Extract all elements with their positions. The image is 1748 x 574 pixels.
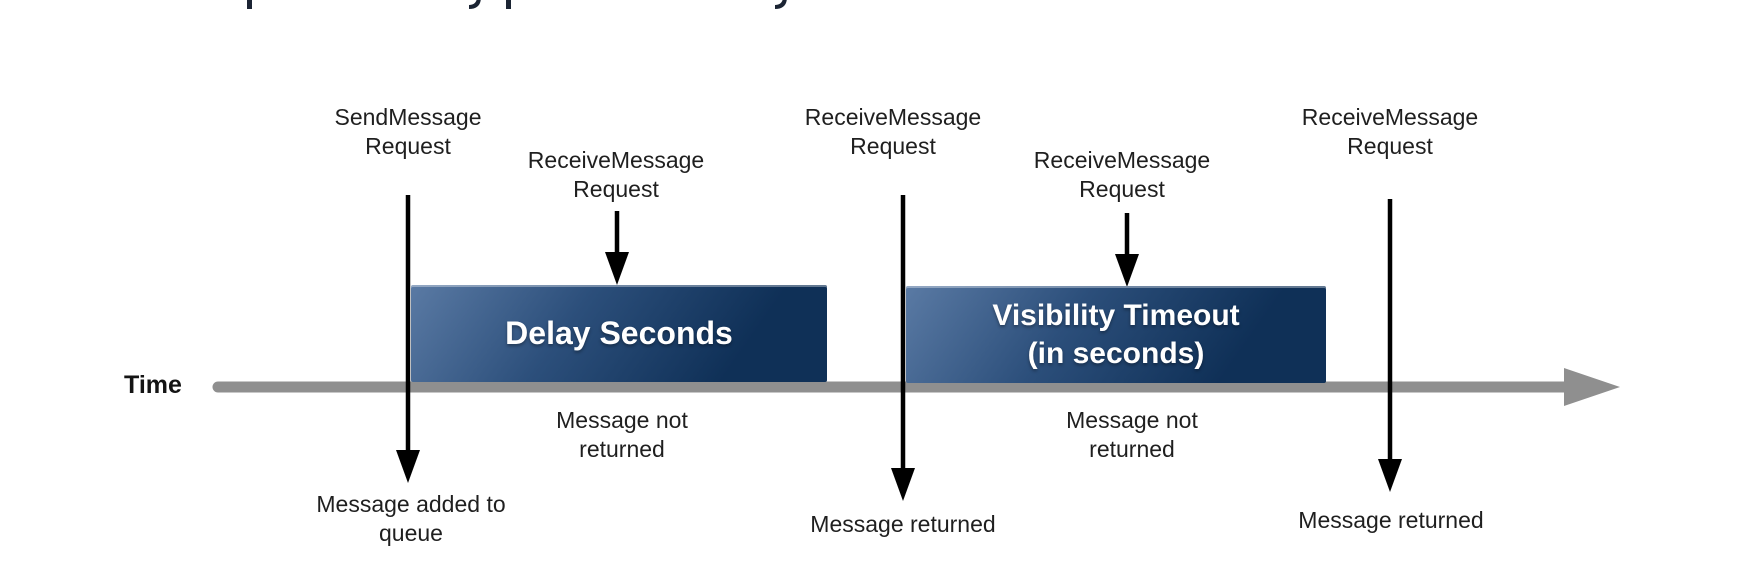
receivemessage-arrow-1-icon [605,211,629,285]
event-label-sendmessage-request: SendMessage Request [334,104,482,159]
sendmessage-arrow-icon [396,195,420,483]
outcome-label-message-returned-1: Message returned [810,511,996,537]
time-axis-arrowhead-icon [1564,368,1620,406]
receivemessage-arrow-3-icon [1115,213,1139,287]
visibility-timeout-bar-title: Visibility Timeout (in seconds) [992,298,1240,370]
receivemessage-arrow-2-icon [891,195,915,501]
time-axis [212,368,1620,406]
delay-seconds-bar: Delay Seconds [411,285,827,382]
outcome-label-message-not-returned-1: Message not returned [556,407,688,462]
delay-seconds-bar-title: Delay Seconds [505,315,733,351]
event-label-receivemessage-request-2: ReceiveMessage Request [804,104,982,159]
event-label-receivemessage-request-4: ReceiveMessage Request [1301,104,1479,159]
event-label-receivemessage-request-1: ReceiveMessage Request [527,147,705,202]
event-label-receivemessage-request-3: ReceiveMessage Request [1033,147,1211,202]
receivemessage-arrow-4-icon [1378,199,1402,492]
clipped-heading-descenders [247,0,787,9]
visibility-timeout-bar: Visibility Timeout (in seconds) [906,286,1326,383]
outcome-label-message-added-to-queue: Message added to queue [316,491,506,546]
outcome-label-message-returned-2: Message returned [1298,507,1484,533]
time-axis-label: Time [124,371,182,399]
outcome-label-message-not-returned-2: Message not returned [1066,407,1198,462]
